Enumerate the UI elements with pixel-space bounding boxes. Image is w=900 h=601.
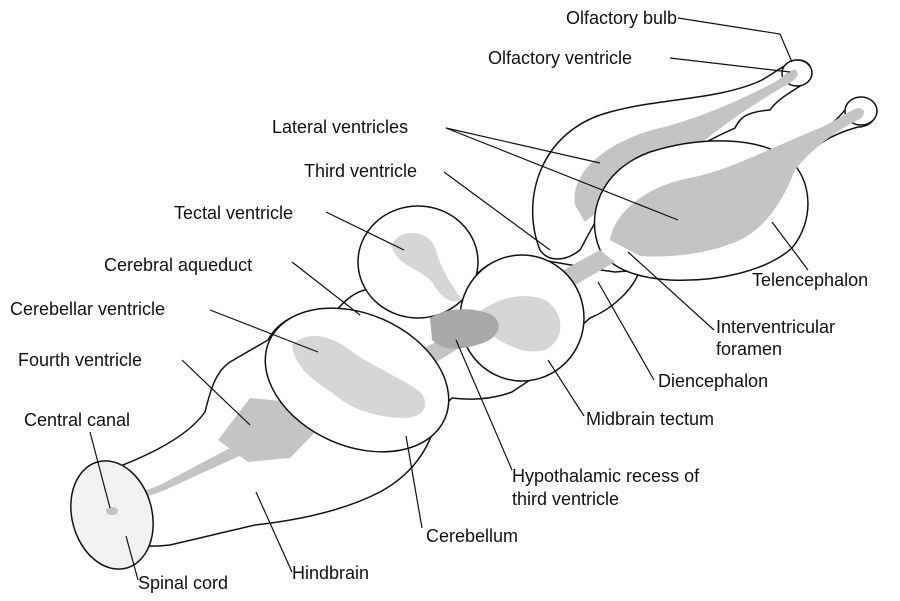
leader-cerebral-aqueduct [292, 262, 360, 315]
leader-olfactory-bulb [678, 18, 792, 62]
label-cerebral-aqueduct: Cerebral aqueduct [104, 255, 252, 275]
label-olfactory-bulb: Olfactory bulb [566, 8, 677, 28]
label-third-ventricle: Third ventricle [304, 161, 417, 181]
label-hypothalamic-recess-line2: third ventricle [512, 489, 619, 509]
label-olfactory-ventricle: Olfactory ventricle [488, 48, 632, 68]
label-hindbrain: Hindbrain [292, 563, 369, 583]
label-hypothalamic-recess-line1: Hypothalamic recess of [512, 466, 700, 486]
label-telencephalon: Telencephalon [752, 270, 868, 290]
label-fourth-ventricle: Fourth ventricle [18, 350, 142, 370]
label-interventricular-line2: foramen [716, 339, 782, 359]
leader-olfactory-ventricle [670, 58, 790, 72]
leader-diencephalon [598, 282, 654, 380]
label-central-canal: Central canal [24, 410, 130, 430]
label-tectal-ventricle: Tectal ventricle [174, 203, 293, 223]
label-diencephalon: Diencephalon [658, 371, 768, 391]
label-midbrain-tectum: Midbrain tectum [586, 409, 714, 429]
label-lateral-ventricles: Lateral ventricles [272, 117, 408, 137]
label-cerebellar-ventricle: Cerebellar ventricle [10, 299, 165, 319]
label-interventricular-line1: Interventricular [716, 317, 835, 337]
central-canal-dot [106, 507, 118, 515]
label-spinal-cord: Spinal cord [138, 573, 228, 593]
leader-midbrain-tectum [548, 360, 584, 416]
label-cerebellum: Cerebellum [426, 526, 518, 546]
